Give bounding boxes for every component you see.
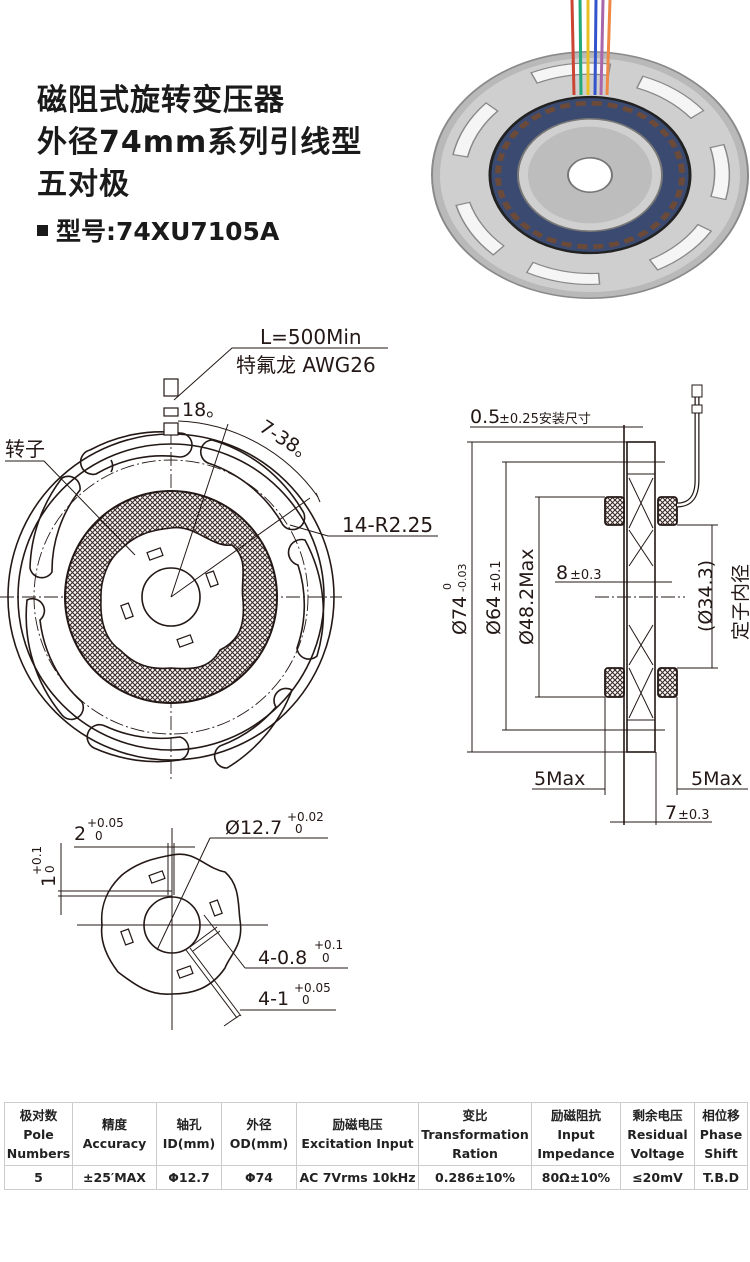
key2-label: 2 <box>74 823 86 845</box>
cell-residual: ≤20mV <box>620 1165 695 1190</box>
dim1-tol-lower: 0 <box>43 865 57 873</box>
slot1-tol-lower: 0 <box>302 993 310 1007</box>
bullet-square-icon <box>37 224 48 236</box>
rotor-label: 转子 <box>5 437 45 461</box>
cell-ratio: 0.286±10% <box>418 1165 532 1190</box>
mount-dim-label: 0.5 <box>470 406 500 428</box>
bore-label: Ø12.7 <box>225 817 282 839</box>
thick7-tol: ±0.3 <box>678 808 710 823</box>
left-max-label: 5Max <box>534 768 585 790</box>
cell-impedance: 80Ω±10% <box>531 1165 621 1190</box>
right-max-label: 5Max <box>691 768 742 790</box>
cell-excitation: AC 7Vrms 10kHz <box>296 1165 419 1190</box>
model-number: 型号:74XU7105A <box>37 212 279 248</box>
model-label: 型号:74XU7105A <box>56 217 280 246</box>
radius-label: 14-R2.25 <box>342 513 433 537</box>
table-row: 5 ±25′MAX Φ12.7 Φ74 AC 7Vrms 10kHz 0.286… <box>4 1165 748 1190</box>
front-view-drawing: L=500Min 特氟龙 AWG26 18。 7-38。 转子 14-R2.25 <box>0 325 438 780</box>
key2-tol-upper: +0.05 <box>87 816 124 830</box>
angle-18-label: 18。 <box>182 399 225 421</box>
od48-label: Ø48.2Max <box>516 548 538 645</box>
width8-label: 8 <box>556 562 568 584</box>
dim1-label: 1 <box>38 875 60 887</box>
slot08-label: 4-0.8 <box>258 947 307 969</box>
cell-accuracy: ±25′MAX <box>72 1165 157 1190</box>
lead-length-label: L=500Min <box>260 325 362 349</box>
slot1-label: 4-1 <box>258 988 289 1010</box>
product-title: 磁阻式旋转变压器 外径74mm系列引线型 五对极 <box>37 80 362 206</box>
key2-tol-lower: 0 <box>95 829 103 843</box>
id34-label: (Ø34.3) <box>695 560 717 632</box>
dim1-tol-upper: +0.1 <box>30 846 44 875</box>
cell-phase: T.B.D <box>694 1165 748 1190</box>
title-line-3: 五对极 <box>37 167 130 202</box>
od74-tol-lower: -0.03 <box>456 564 469 592</box>
slot08-tol-upper: +0.1 <box>314 938 343 952</box>
od74-label: Ø74 <box>449 596 471 635</box>
angle-7-38-label: 7-38。 <box>255 416 319 468</box>
wire-spec-label: 特氟龙 AWG26 <box>236 353 376 377</box>
side-view-drawing: 0.5 ±0.25安装尺寸 Ø7 <box>441 384 750 825</box>
rotor <box>100 526 245 670</box>
bore-tol-upper: +0.02 <box>287 810 324 824</box>
thick7-label: 7 <box>665 802 677 824</box>
cell-pole: 5 <box>4 1165 73 1190</box>
slot1-tol-upper: +0.05 <box>294 981 331 995</box>
product-photo <box>431 0 749 300</box>
stator-id-label: 定子内径 <box>730 564 750 640</box>
hub-detail-drawing: 2 +0.05 0 1 +0.1 0 Ø12.7 +0.02 0 4-0.8 +… <box>30 810 348 1030</box>
cell-od: Φ74 <box>221 1165 297 1190</box>
cell-id: Φ12.7 <box>156 1165 222 1190</box>
title-line-1: 磁阻式旋转变压器 <box>37 83 285 118</box>
title-line-2: 外径74mm系列引线型 <box>37 125 363 160</box>
width8-tol: ±0.3 <box>570 568 602 583</box>
od74-tol-upper: 0 <box>441 583 454 590</box>
od64-tol: ±0.1 <box>489 560 504 592</box>
od64-label: Ø64 <box>483 596 505 635</box>
bore-tol-lower: 0 <box>295 822 303 836</box>
mount-tol-label: ±0.25安装尺寸 <box>499 412 591 427</box>
slot08-tol-lower: 0 <box>322 951 330 965</box>
